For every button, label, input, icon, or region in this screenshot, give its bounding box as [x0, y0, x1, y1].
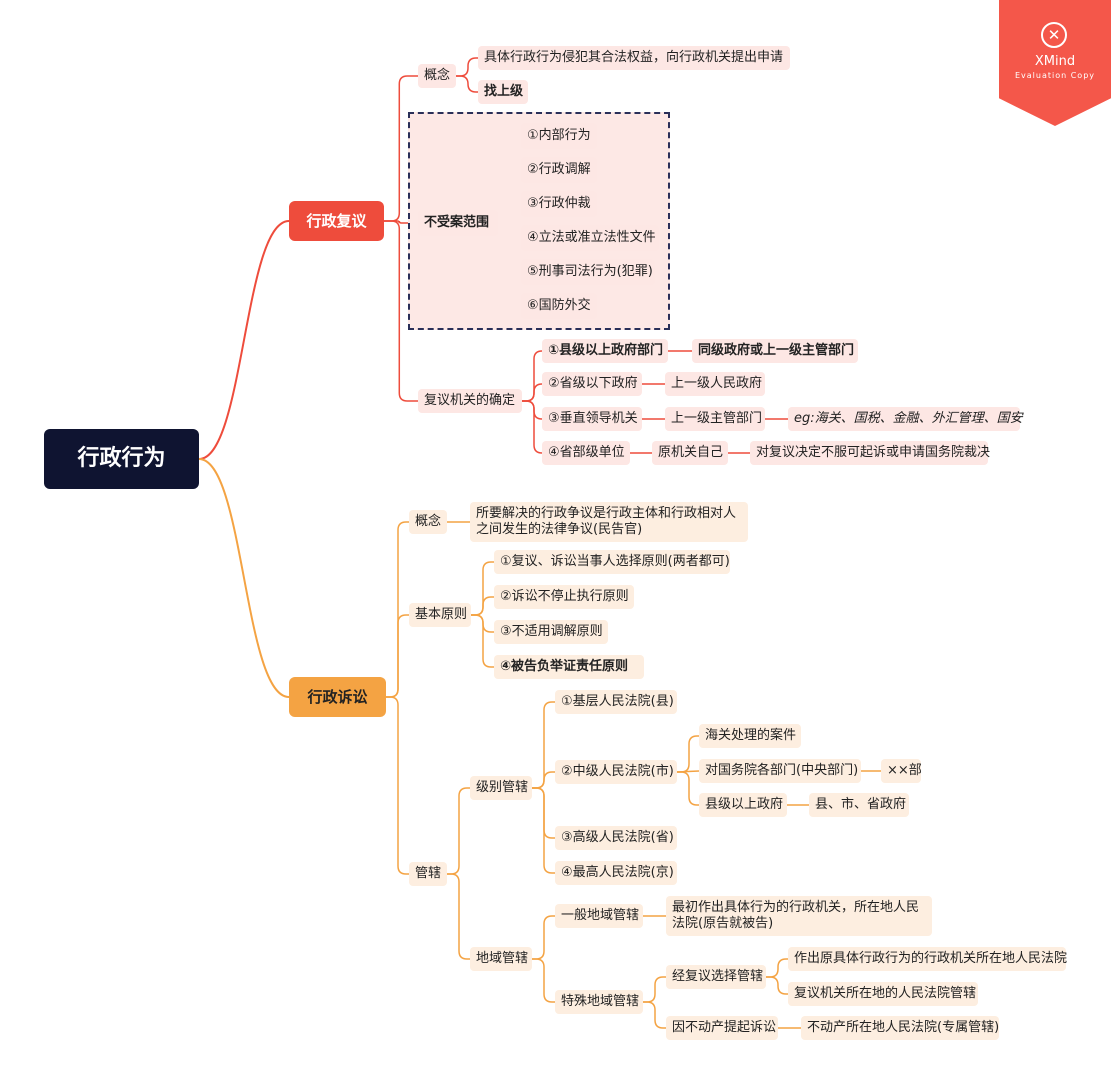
- authority-row-b[interactable]: 上一级人民政府: [665, 372, 765, 396]
- level-jurisdiction[interactable]: 级别管辖: [470, 776, 532, 800]
- review-option-1[interactable]: 作出原具体行政行为的行政机关所在地人民法院: [788, 947, 1067, 971]
- topic-susong[interactable]: 行政诉讼: [289, 677, 386, 717]
- authority-row-a[interactable]: ③垂直领导机关: [542, 407, 642, 431]
- connector-line: [447, 873, 470, 960]
- authority-row-b[interactable]: 同级政府或上一级主管部门: [692, 339, 858, 363]
- connector-line: [643, 1001, 666, 1029]
- principle-item[interactable]: ③不适用调解原则: [494, 620, 608, 644]
- susong-jurisdiction[interactable]: 管辖: [409, 862, 447, 886]
- connector-line: [643, 976, 666, 1003]
- general-territorial[interactable]: 一般地域管辖: [555, 904, 643, 928]
- general-territorial-detail[interactable]: 最初作出具体行为的行政机关，所在地人民法院(原告就被告): [666, 896, 932, 936]
- review-option-2[interactable]: 复议机关所在地的人民法院管辖: [788, 982, 978, 1006]
- authority-row-b[interactable]: 上一级主管部门: [665, 407, 765, 431]
- territorial-jurisdiction[interactable]: 地域管辖: [470, 947, 532, 971]
- connector-line: [386, 696, 409, 875]
- ministries-example[interactable]: ××部: [881, 759, 922, 783]
- connector-line: [386, 614, 409, 698]
- root-topic[interactable]: 行政行为: [44, 429, 199, 489]
- connector-line: [522, 383, 543, 402]
- connector-line: [456, 57, 478, 77]
- connector-line: [677, 735, 699, 773]
- authority-row-a[interactable]: ①县级以上政府部门: [542, 339, 668, 363]
- court-high[interactable]: ③高级人民法院(省): [555, 826, 677, 850]
- fuyi-exclusions[interactable]: 不受案范围: [418, 210, 498, 236]
- xmind-logo-icon: ✕: [1041, 22, 1067, 48]
- fuyi-authority[interactable]: 复议机关的确定: [418, 389, 522, 413]
- fuyi-concept-superior[interactable]: 找上级: [478, 80, 528, 104]
- exclusion-item[interactable]: ⑤刑事司法行为(犯罪): [521, 259, 655, 285]
- fuyi-concept[interactable]: 概念: [418, 64, 456, 88]
- connector-line: [532, 958, 555, 1003]
- connector-line: [198, 220, 290, 460]
- connector-line: [447, 787, 470, 875]
- principle-item[interactable]: ①复议、诉讼当事人选择原则(两者都可): [494, 550, 730, 574]
- authority-row-a[interactable]: ②省级以下政府: [542, 372, 642, 396]
- connector-line: [766, 958, 788, 978]
- intermediate-county-gov[interactable]: 县级以上政府: [699, 793, 787, 817]
- exclusion-item[interactable]: ④立法或准立法性文件: [521, 225, 659, 251]
- realestate-suit[interactable]: 因不动产提起诉讼: [666, 1016, 778, 1040]
- connector-line: [384, 220, 418, 224]
- exclusion-item[interactable]: ②行政调解: [521, 157, 597, 183]
- fuyi-concept-detail[interactable]: 具体行政行为侵犯其合法权益，向行政机关提出申请: [478, 46, 790, 70]
- connector-line: [384, 220, 418, 402]
- connector-line: [456, 75, 478, 93]
- connector-line: [471, 614, 494, 668]
- special-territorial[interactable]: 特殊地域管辖: [555, 990, 643, 1014]
- watermark-brand: XMind: [1034, 54, 1076, 69]
- intermediate-ministries[interactable]: 对国务院各部门(中央部门): [699, 759, 861, 783]
- connector-line: [522, 350, 543, 402]
- connector-line: [677, 771, 699, 806]
- authority-row-b[interactable]: 原机关自己: [652, 441, 728, 465]
- susong-concept-detail[interactable]: 所要解决的行政争议是行政主体和行政相对人之间发生的法律争议(民告官): [470, 502, 748, 542]
- review-choice[interactable]: 经复议选择管辖: [666, 965, 766, 989]
- connector-line: [532, 915, 555, 960]
- topic-fuyi[interactable]: 行政复议: [289, 201, 384, 241]
- susong-concept[interactable]: 概念: [409, 510, 447, 534]
- susong-principles[interactable]: 基本原则: [409, 603, 471, 627]
- court-basic[interactable]: ①基层人民法院(县): [555, 690, 677, 714]
- principle-item[interactable]: ④被告负举证责任原则: [494, 655, 644, 679]
- connector-line: [522, 400, 543, 454]
- court-supreme[interactable]: ④最高人民法院(京): [555, 861, 677, 885]
- county-gov-example[interactable]: 县、市、省政府: [809, 793, 909, 817]
- xmind-watermark: ✕ XMind Evaluation Copy: [999, 0, 1111, 126]
- authority-row-example[interactable]: eg:海关、国税、金融、外汇管理、国安: [788, 407, 1023, 431]
- watermark-note: Evaluation Copy: [1014, 71, 1096, 80]
- intermediate-customs[interactable]: 海关处理的案件: [699, 724, 801, 748]
- principle-item[interactable]: ②诉讼不停止执行原则: [494, 585, 634, 609]
- exclusion-item[interactable]: ⑥国防外交: [521, 293, 597, 319]
- exclusion-item[interactable]: ③行政仲裁: [521, 191, 597, 217]
- authority-row-note[interactable]: 对复议决定不服可起诉或申请国务院裁决: [750, 441, 990, 465]
- realestate-detail[interactable]: 不动产所在地人民法院(专属管辖): [801, 1016, 999, 1040]
- court-intermediate[interactable]: ②中级人民法院(市): [555, 760, 677, 784]
- connector-line: [766, 976, 788, 995]
- connector-line: [532, 701, 555, 789]
- authority-row-a[interactable]: ④省部级单位: [542, 441, 630, 465]
- connector-line: [532, 787, 555, 874]
- exclusion-item[interactable]: ①内部行为: [521, 123, 597, 149]
- connector-line: [198, 458, 290, 698]
- connector-line: [471, 596, 494, 616]
